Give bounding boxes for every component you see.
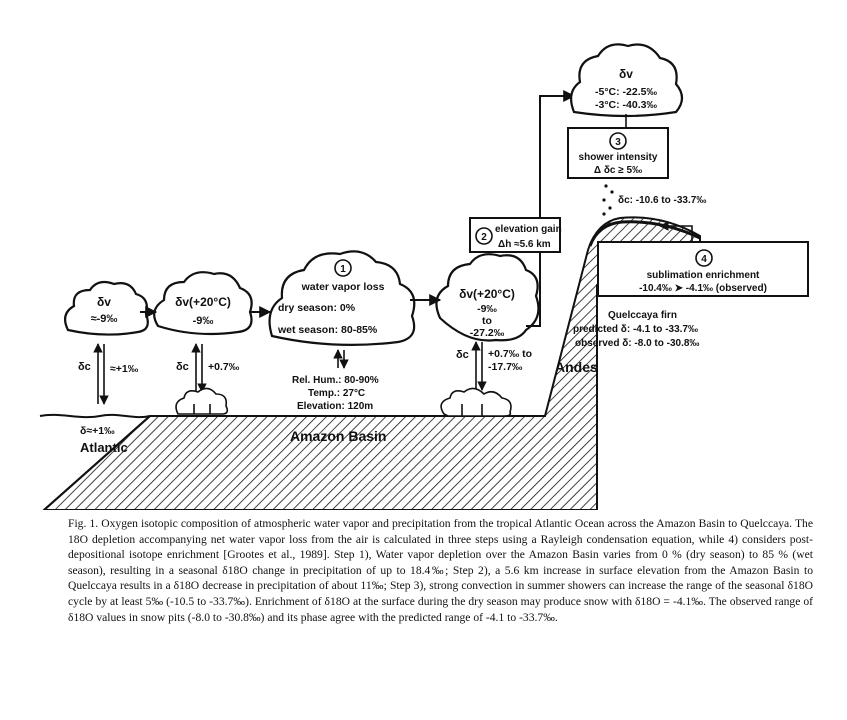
coast-slope bbox=[43, 415, 151, 510]
atlantic-delta-c: δc bbox=[78, 361, 91, 373]
atlantic-sea-delta: δ≈+1‰ bbox=[80, 425, 115, 437]
snow-delta-range: δc: -10.6 to -33.7‰ bbox=[618, 195, 706, 206]
step-2-number: 2 bbox=[481, 232, 487, 243]
observed-range: observed δ: -8.0 to -30.8‰ bbox=[575, 338, 699, 349]
step-3-badge bbox=[609, 132, 627, 150]
forest-coastal-icon bbox=[175, 387, 229, 415]
atlantic-flux: ≈+1‰ bbox=[110, 363, 139, 375]
predicted-range: predicted δ: -4.1 to -33.7‰ bbox=[573, 324, 698, 335]
step-4-number: 4 bbox=[701, 254, 707, 265]
cloud-atlantic-value: ≈-9‰ bbox=[91, 313, 118, 325]
cloud-foothills-to: to bbox=[482, 315, 492, 327]
atlantic-label: Atlantic bbox=[80, 440, 128, 455]
step-1-title: water vapor loss bbox=[301, 281, 385, 293]
arrow-surface-to-step4 bbox=[659, 221, 693, 242]
arrow-cloud4-to-top-cloud bbox=[526, 90, 576, 327]
figure-caption: Fig. 1. Oxygen isotopic composition of a… bbox=[68, 517, 813, 624]
forest1-delta-c: δc bbox=[176, 361, 189, 373]
cloud-coastal-value: -9‰ bbox=[193, 315, 214, 327]
cloud-top-andes bbox=[569, 43, 684, 118]
forest1-flux: +0.7‰ bbox=[208, 361, 240, 373]
snowfall-dots bbox=[602, 184, 614, 216]
forest2-flux-2: -17.7‰ bbox=[488, 361, 523, 373]
isotope-transport-diagram: δv ≈-9‰ δv(+20°C) -9‰ 1 water vapor loss… bbox=[39, 43, 809, 510]
cloud-foothills-value1: -9‰ bbox=[477, 303, 497, 315]
top-cloud-minus5: -5°C: -22.5‰ bbox=[595, 86, 657, 98]
step-1-dry-season: dry season: 0% bbox=[278, 302, 356, 314]
step-2-delta: Δh ≈5.6 km bbox=[498, 239, 551, 250]
basin-temperature: Temp.: 27°C bbox=[308, 388, 365, 399]
quelccaya-firn-label: Quelccaya firn bbox=[608, 310, 677, 321]
snow-cap bbox=[588, 220, 701, 247]
andes-label: Andes bbox=[555, 359, 598, 375]
cloud-foothills bbox=[435, 253, 540, 342]
cloud-atlantic-delta: δv bbox=[97, 295, 111, 309]
forest-foothills-icon bbox=[440, 387, 512, 417]
basin-humidity: Rel. Hum.: 80-90% bbox=[292, 375, 379, 386]
step-1-badge bbox=[334, 259, 352, 277]
step-1-number: 1 bbox=[340, 264, 346, 275]
step-3-delta: Δ δc ≥ 5‰ bbox=[594, 165, 642, 176]
cloud-atlantic bbox=[63, 280, 149, 336]
step-4-badge bbox=[695, 249, 713, 267]
step-3-title: shower intensity bbox=[579, 152, 658, 163]
cloud-coastal-delta: δv(+20°C) bbox=[175, 295, 231, 309]
step-4-values: -10.4‰ ➤ -4.1‰ (observed) bbox=[639, 283, 767, 294]
cloud-amazon-basin bbox=[268, 250, 416, 346]
forest2-delta-c: δc bbox=[456, 349, 469, 361]
cloud-coastal bbox=[153, 271, 253, 336]
basin-elevation: Elevation: 120m bbox=[297, 401, 373, 412]
step-2-badge bbox=[475, 227, 493, 245]
cloud-foothills-value2: -27.2‰ bbox=[470, 327, 505, 339]
top-cloud-delta: δv bbox=[619, 67, 633, 81]
step-3-number: 3 bbox=[615, 137, 621, 148]
step-2-title: elevation gain bbox=[495, 224, 562, 235]
amazon-basin-label: Amazon Basin bbox=[290, 428, 386, 444]
top-cloud-minus3: -3°C: -40.3‰ bbox=[595, 99, 657, 111]
sea-surface-line bbox=[39, 413, 151, 419]
forest2-flux-1: +0.7‰ to bbox=[488, 348, 532, 360]
step-1-wet-season: wet season: 80-85% bbox=[277, 324, 378, 336]
step-4-title: sublimation enrichment bbox=[647, 270, 760, 281]
cloud-foothills-delta: δv(+20°C) bbox=[459, 287, 515, 301]
